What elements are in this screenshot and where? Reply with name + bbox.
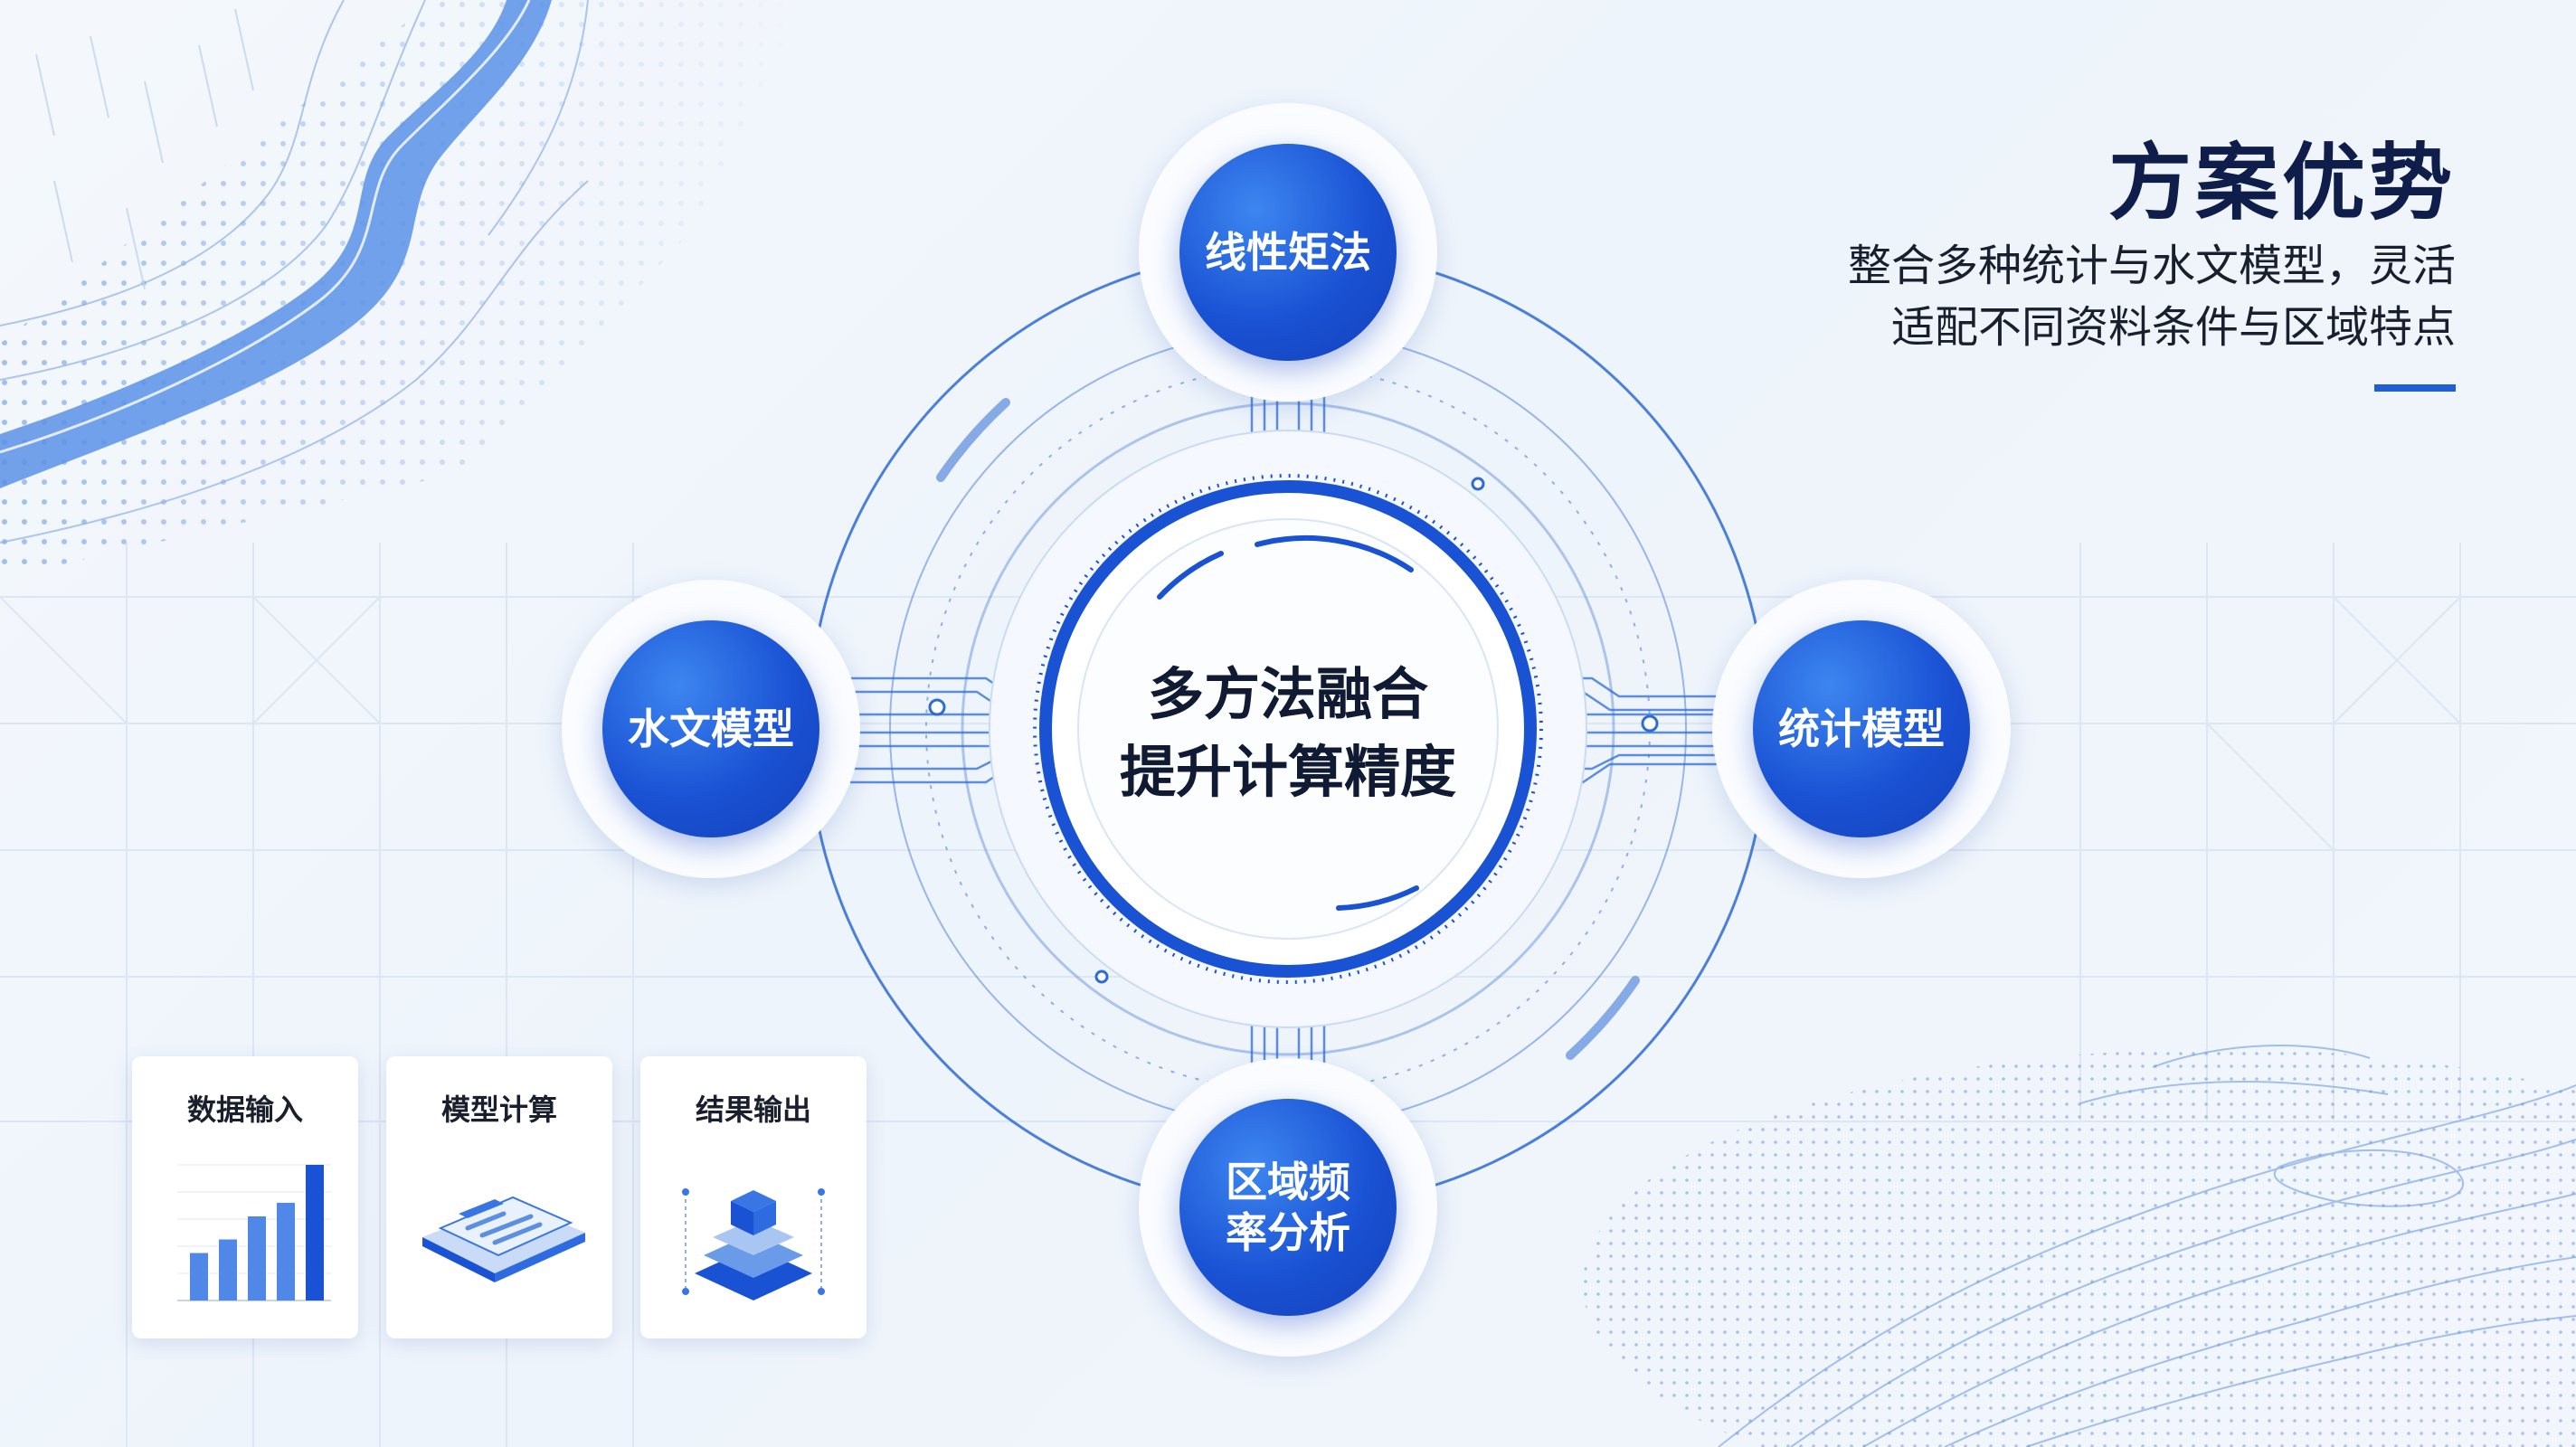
card-title: 结果输出 bbox=[695, 1092, 811, 1127]
card-data-input: 数据输入 bbox=[132, 1056, 358, 1338]
bar-chart-bar bbox=[306, 1165, 324, 1300]
node-regional-frequency: 区域频 率分析 bbox=[1179, 1099, 1397, 1316]
node-left-label: 水文模型 bbox=[628, 705, 794, 753]
accent-bar bbox=[2374, 384, 2456, 392]
subtitle-line-2: 适配不同资料条件与区域特点 bbox=[1890, 302, 2456, 353]
card-result-output: 结果输出 bbox=[640, 1056, 867, 1338]
node-statistical-model: 统计模型 bbox=[1753, 620, 1970, 837]
page-subtitle: 整合多种统计与水文模型，灵活 适配不同资料条件与区域特点 bbox=[1642, 235, 2456, 358]
node-bottom-label-2: 率分析 bbox=[1226, 1208, 1350, 1257]
node-top-label: 线性矩法 bbox=[1205, 228, 1371, 277]
subtitle-line-1: 整合多种统计与水文模型，灵活 bbox=[1847, 241, 2456, 291]
card-title: 数据输入 bbox=[186, 1092, 303, 1127]
computing-panel-icon bbox=[422, 1196, 585, 1282]
node-hydrologic-model: 水文模型 bbox=[602, 620, 819, 837]
bar-chart-bar bbox=[190, 1253, 208, 1300]
center-line-2: 提升计算精度 bbox=[1119, 739, 1456, 805]
bar-chart-bar bbox=[248, 1216, 266, 1300]
bar-chart-icon bbox=[177, 1164, 331, 1301]
bar-chart-bar bbox=[219, 1239, 237, 1300]
center-line-1: 多方法融合 bbox=[1147, 661, 1428, 727]
bar-chart-bar bbox=[277, 1203, 295, 1300]
layer-stack-icon bbox=[682, 1188, 825, 1300]
node-bottom-label-1: 区域频 bbox=[1226, 1158, 1350, 1206]
center-hub-text: 多方法融合 提升计算精度 bbox=[1098, 656, 1478, 811]
card-model-compute: 模型计算 bbox=[386, 1056, 612, 1338]
page-title: 方案优势 bbox=[2107, 135, 2456, 232]
node-right-label: 统计模型 bbox=[1778, 705, 1945, 753]
card-title: 模型计算 bbox=[440, 1092, 557, 1127]
node-linear-moments: 线性矩法 bbox=[1179, 144, 1397, 361]
